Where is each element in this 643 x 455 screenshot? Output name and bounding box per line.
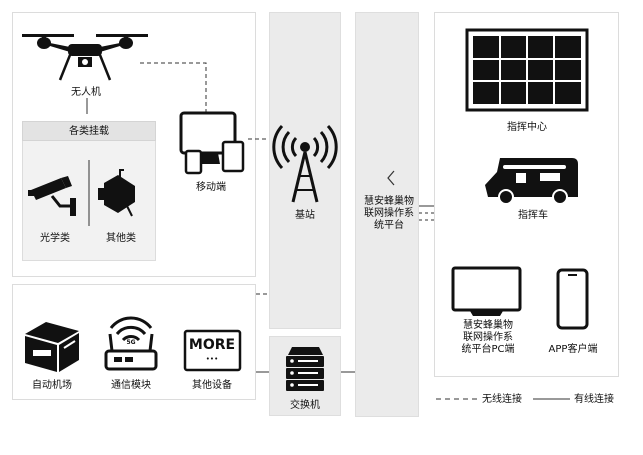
platform-label-line3: 统平台: [374, 220, 404, 231]
security-camera-icon: [28, 176, 76, 216]
pc-monitor-icon: [451, 266, 522, 316]
command-center-screen-icon: [465, 28, 589, 112]
auto-airport-icon: [25, 322, 79, 372]
router-5g-badge: 5G: [126, 339, 136, 346]
optical-label: 光学类: [40, 233, 70, 244]
other-payload-label: 其他类: [106, 233, 136, 244]
pc-label-line1: 慧安蜂巢物: [462, 320, 513, 331]
switch-label: 交换机: [290, 400, 320, 411]
base-station-column: [269, 12, 341, 329]
platform-label-line1: 慧安蜂巢物: [364, 196, 414, 207]
app-label: APP客户端: [548, 344, 598, 355]
line-drone-mobile: [140, 62, 207, 112]
legend-wireless-label: 无线连接: [482, 394, 522, 405]
mobile-devices-icon: [179, 111, 245, 175]
payloads-header-label: 各类挂载: [69, 126, 109, 137]
mobile-label: 移动端: [196, 182, 226, 193]
smartphone-icon: [556, 268, 589, 330]
connection-lines: [86, 62, 434, 373]
comm-module-label: 通信模块: [111, 380, 151, 391]
more-dots: •••: [205, 355, 219, 363]
platform-label-line2: 联网操作系: [364, 208, 414, 219]
loudspeaker-icon: [98, 169, 135, 217]
command-center-label: 指挥中心: [507, 122, 547, 133]
command-vehicle-icon: [485, 158, 578, 205]
platform-column: [355, 12, 419, 417]
payloads-header: [22, 121, 156, 141]
cell-tower-icon: [272, 124, 338, 203]
airport-label: 自动机场: [32, 380, 72, 391]
router-5g-icon: [104, 316, 158, 371]
base-station-label: 基站: [295, 210, 315, 221]
other-device-label: 其他设备: [192, 380, 232, 391]
platform-label: 慧安蜂巢物 联网操作系 统平台: [364, 196, 414, 232]
drone-label: 无人机: [71, 87, 101, 98]
pc-label-line3: 统平台PC端: [461, 344, 515, 355]
drone-icon: [22, 34, 148, 81]
chevron-left-icon: [387, 170, 395, 186]
more-text: MORE: [188, 337, 236, 353]
pc-label-line2: 联网操作系: [462, 332, 513, 343]
network-switch-icon: [286, 347, 324, 391]
more-devices-icon: [183, 329, 242, 372]
legend-wired-label: 有线连接: [574, 394, 614, 405]
command-vehicle-label: 指挥车: [518, 210, 548, 221]
pc-label: 慧安蜂巢物 联网操作系 统平台PC端: [461, 320, 514, 356]
